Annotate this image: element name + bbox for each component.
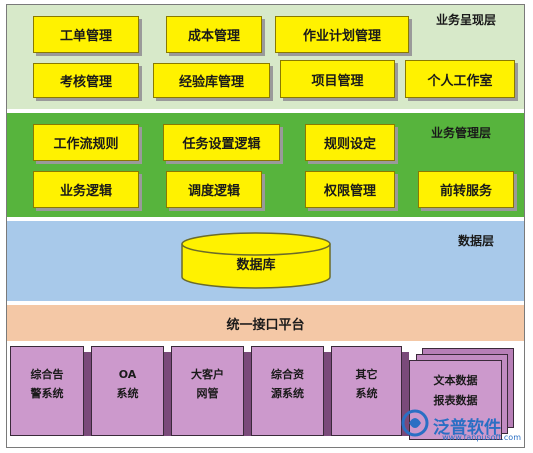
system-alarm-line1: 综合告 — [30, 368, 64, 381]
module-work-order: 工单管理 — [33, 16, 139, 53]
interface-platform-label: 统一接口平台 — [226, 318, 305, 333]
module-task-logic: 任务设置逻辑 — [163, 124, 280, 161]
module-job-plan: 作业计划管理 — [275, 16, 409, 53]
presentation-layer-label: 业务呈现层 — [436, 13, 497, 27]
system-alarm: 综合告警系统 — [10, 346, 84, 436]
system-key-account: 大客户网管 — [171, 346, 244, 436]
diagram-frame — [6, 4, 525, 448]
module-forward-service: 前转服务 — [418, 171, 514, 208]
watermark-url: www.fanpusoft.com — [442, 433, 521, 442]
fanpu-logo-icon — [401, 409, 429, 437]
system-key-account-line1: 大客户 — [191, 368, 224, 381]
system-resource: 综合资源系统 — [251, 346, 324, 436]
system-other-line1: 其它 — [355, 368, 378, 381]
data-layer-label: 数据层 — [458, 234, 495, 248]
interface-platform-band — [7, 305, 524, 341]
module-cost: 成本管理 — [166, 16, 262, 53]
system-side — [243, 352, 251, 436]
data-stack-front: 文本数据报表数据 — [409, 360, 502, 440]
database-cylinder-icon — [181, 232, 331, 289]
management-layer-label: 业务管理层 — [431, 126, 492, 140]
system-side — [401, 352, 409, 436]
report-data-label: 报表数据 — [433, 394, 478, 407]
system-side — [163, 352, 171, 436]
module-personal-studio: 个人工作室 — [405, 60, 515, 98]
system-other-line2: 系统 — [355, 387, 378, 400]
system-resource-line1: 综合资 — [271, 368, 304, 381]
module-workflow-rules: 工作流规则 — [33, 124, 139, 161]
module-permission: 权限管理 — [305, 171, 395, 208]
fanpu-watermark: 泛普软件 www.fanpusoft.com — [401, 409, 521, 442]
system-oa: OA 系统 — [91, 346, 164, 436]
system-oa-line1: OA — [118, 368, 137, 381]
module-appraisal: 考核管理 — [33, 63, 139, 98]
system-other: 其它系统 — [331, 346, 402, 436]
module-dispatch-logic: 调度逻辑 — [166, 171, 262, 208]
database-label: 数据库 — [236, 258, 276, 273]
module-rule-setting: 规则设定 — [305, 124, 395, 161]
system-alarm-line2: 警系统 — [30, 387, 64, 400]
system-side — [83, 352, 91, 436]
text-data-label: 文本数据 — [433, 374, 478, 387]
system-key-account-line2: 网管 — [196, 387, 219, 400]
watermark-text: 泛普软件 — [433, 418, 501, 438]
module-project: 项目管理 — [280, 60, 395, 98]
module-experience-base: 经验库管理 — [153, 63, 270, 98]
module-business-logic: 业务逻辑 — [33, 171, 139, 208]
system-side — [323, 352, 331, 436]
system-resource-line2: 源系统 — [271, 387, 304, 400]
system-oa-line2: 系统 — [116, 387, 139, 400]
